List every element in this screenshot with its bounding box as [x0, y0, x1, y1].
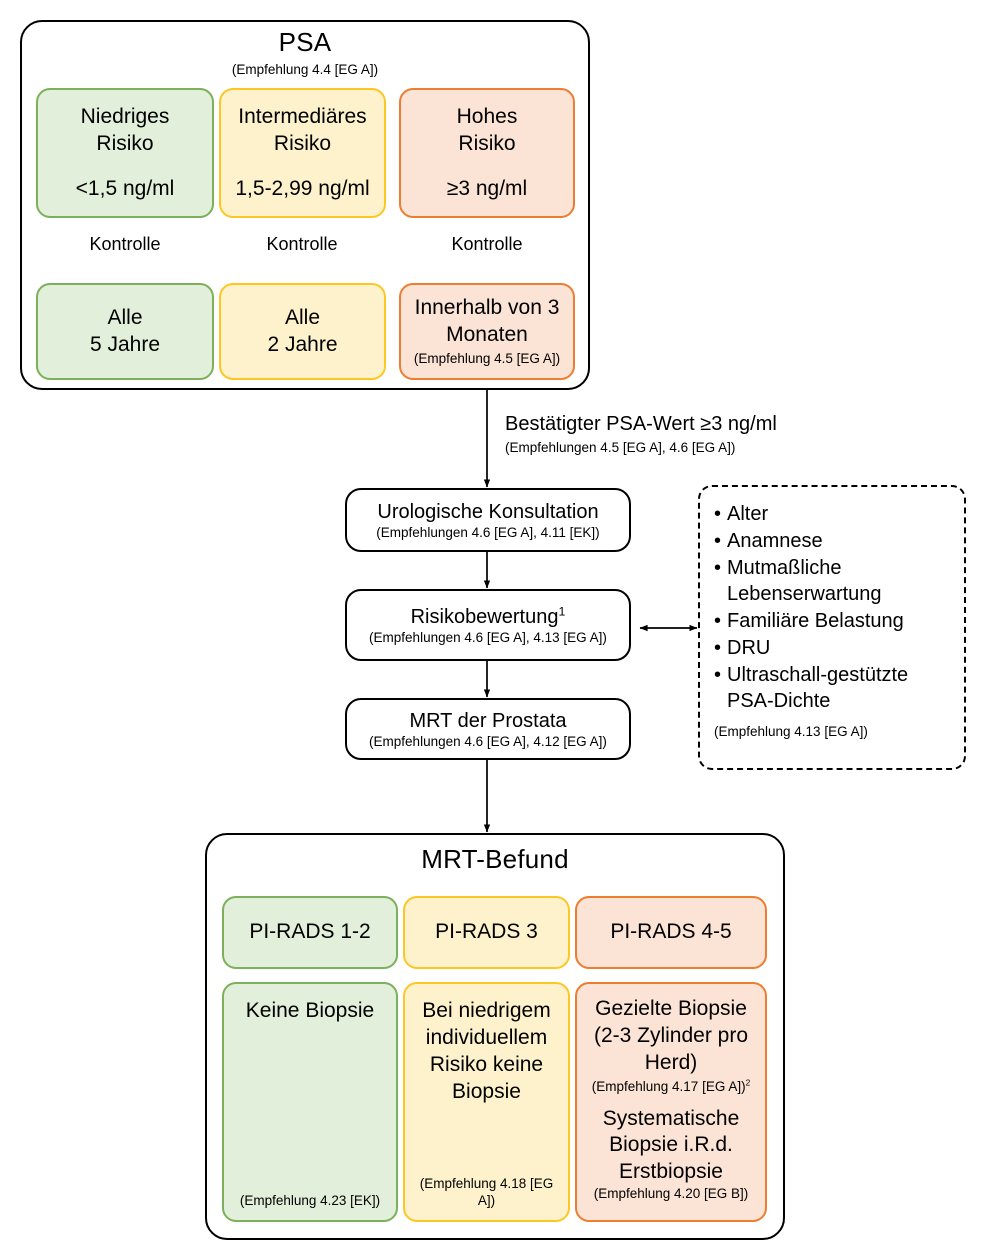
second-recommendation-note-4-5: (Empfehlung 4.20 [EG B]) [593, 1186, 749, 1202]
second-recommendation-line-4-5: Biopsie i.R.d. [609, 1133, 733, 1157]
risk-factor-item: DRU [714, 635, 954, 661]
transition-label: Bestätigter PSA-Wert ≥3 ng/ml [505, 413, 777, 435]
second-recommendation-line-4-5: Erstbiopsie [619, 1160, 723, 1184]
step-label-mrt-der-prostata: MRT der Prostata [409, 709, 567, 732]
recommendation-line-4-5: Gezielte Biopsie [595, 997, 747, 1020]
step-label-risikobewertung: Risikobewertung1 [411, 604, 566, 630]
step-box-mrt-der-prostata[interactable]: MRT der Prostata (Empfehlungen 4.6 [EG A… [345, 698, 631, 760]
pirads-box-4-5[interactable]: PI-RADS 4-5 [575, 896, 767, 969]
pirads-box-1-2[interactable]: PI-RADS 1-2 [222, 896, 398, 969]
risk-low-name-line2: Risiko [96, 131, 154, 155]
risk-low-value: <1,5 ng/ml [75, 176, 175, 200]
recommendation-line-3: Biopsie [452, 1079, 521, 1103]
edge-label-kontrolle-intermediate: Kontrolle [266, 234, 338, 254]
recommendation-box-3[interactable]: Bei niedrigem individuellem Risiko keine… [403, 982, 570, 1222]
mrt-befund-group-title: MRT-Befund [421, 844, 569, 874]
risk-factors-note: (Empfehlung 4.13 [EG A]) [714, 724, 868, 739]
step-label-risikobewertung-text: Risikobewertung [410, 605, 559, 628]
risk-box-intermediate[interactable]: Intermediäres Risiko 1,5-2,99 ng/ml [219, 88, 386, 218]
risk-factor-item: Alter [714, 501, 954, 527]
psa-group-title: PSA [278, 27, 332, 57]
risk-intermediate-value: 1,5-2,99 ng/ml [235, 176, 370, 200]
pirads-label-4-5: PI-RADS 4-5 [610, 920, 732, 944]
recommendation-note-4-5-superscript: 2 [745, 1077, 751, 1088]
recommendation-line-3: individuellem [425, 1025, 548, 1049]
step-label-urologische-konsultation: Urologische Konsultation [377, 500, 599, 523]
step-box-risikobewertung[interactable]: Risikobewertung1 (Empfehlungen 4.6 [EG A… [345, 589, 631, 661]
edge-label-kontrolle-high: Kontrolle [451, 234, 523, 254]
recommendation-box-1-2[interactable]: Keine Biopsie (Empfehlung 4.23 [EK]) [222, 982, 398, 1222]
recommendation-line-4-5: (2-3 Zylinder pro [593, 1023, 749, 1047]
risk-intermediate-name-line1: Intermediäres [238, 105, 367, 128]
edge-label-kontrolle-low: Kontrolle [89, 234, 161, 254]
risk-factors-list: Alter Anamnese Mutmaßliche Lebenserwartu… [714, 501, 954, 714]
transition-note: (Empfehlungen 4.5 [EG A], 4.6 [EG A]) [505, 440, 736, 455]
interval-high-line2: Monaten [446, 322, 528, 346]
risk-factor-item: Mutmaßliche Lebenserwartung [714, 555, 954, 607]
risk-factor-item: Ultraschall-gestützte PSA-Dichte [714, 662, 954, 714]
step-note-urologische-konsultation: (Empfehlungen 4.6 [EG A], 4.11 [EK]) [376, 524, 600, 540]
interval-high-note: (Empfehlung 4.5 [EG A]) [413, 351, 561, 367]
risk-intermediate-name-line2: Risiko [273, 131, 332, 155]
risk-factor-item: Familiäre Belastung [714, 608, 954, 634]
risk-box-low[interactable]: Niedriges Risiko <1,5 ng/ml [36, 88, 214, 218]
risk-factor-item: Anamnese [714, 528, 954, 554]
pirads-label-1-2: PI-RADS 1-2 [249, 920, 371, 944]
step-note-risikobewertung: (Empfehlungen 4.6 [EG A], 4.13 [EG A]) [369, 629, 607, 645]
interval-low-line1: Alle [107, 305, 143, 329]
recommendation-line-4-5: Herd) [644, 1050, 698, 1074]
interval-low-line2: 5 Jahre [89, 332, 161, 356]
psa-group-title-note: (Empfehlung 4.4 [EG A]) [231, 62, 379, 77]
interval-high-line1: Innerhalb von 3 [414, 295, 560, 319]
recommendation-line-1-2: Keine Biopsie [245, 999, 375, 1022]
risk-high-name-line2: Risiko [458, 131, 516, 155]
recommendation-note-3: (Empfehlung 4.18 [EG A]) [419, 1176, 554, 1209]
interval-intermediate-line1: Alle [284, 305, 321, 329]
recommendation-note-4-5-first: (Empfehlung 4.17 [EG A])2 [591, 1077, 751, 1096]
step-box-urologische-konsultation[interactable]: Urologische Konsultation (Empfehlungen 4… [345, 488, 631, 552]
pirads-label-3: PI-RADS 3 [435, 920, 538, 944]
recommendation-note-4-5-text: (Empfehlung 4.17 [EG A]) [591, 1078, 746, 1094]
recommendation-line-3: Bei niedrigem [422, 999, 551, 1022]
step-note-mrt-der-prostata: (Empfehlungen 4.6 [EG A], 4.12 [EG A]) [369, 733, 607, 749]
risk-high-value: ≥3 ng/ml [446, 176, 528, 200]
recommendation-box-4-5[interactable]: Gezielte Biopsie (2-3 Zylinder pro Herd)… [575, 982, 767, 1222]
second-recommendation-line-4-5: Systematische [602, 1106, 740, 1130]
risk-box-high[interactable]: Hohes Risiko ≥3 ng/ml [399, 88, 575, 218]
recommendation-line-3: Risiko keine [429, 1052, 544, 1076]
risk-factors-box: Alter Anamnese Mutmaßliche Lebenserwartu… [698, 485, 966, 770]
interval-box-intermediate[interactable]: Alle 2 Jahre [219, 283, 386, 380]
risk-low-name-line1: Niedriges [80, 105, 170, 128]
interval-intermediate-line2: 2 Jahre [267, 332, 338, 356]
recommendation-note-1-2: (Empfehlung 4.23 [EK]) [239, 1193, 381, 1209]
pirads-box-3[interactable]: PI-RADS 3 [403, 896, 570, 969]
step-label-risikobewertung-superscript: 1 [558, 603, 566, 618]
interval-box-low[interactable]: Alle 5 Jahre [36, 283, 214, 380]
interval-box-high[interactable]: Innerhalb von 3 Monaten (Empfehlung 4.5 … [399, 283, 575, 380]
risk-high-name-line1: Hohes [456, 105, 518, 128]
